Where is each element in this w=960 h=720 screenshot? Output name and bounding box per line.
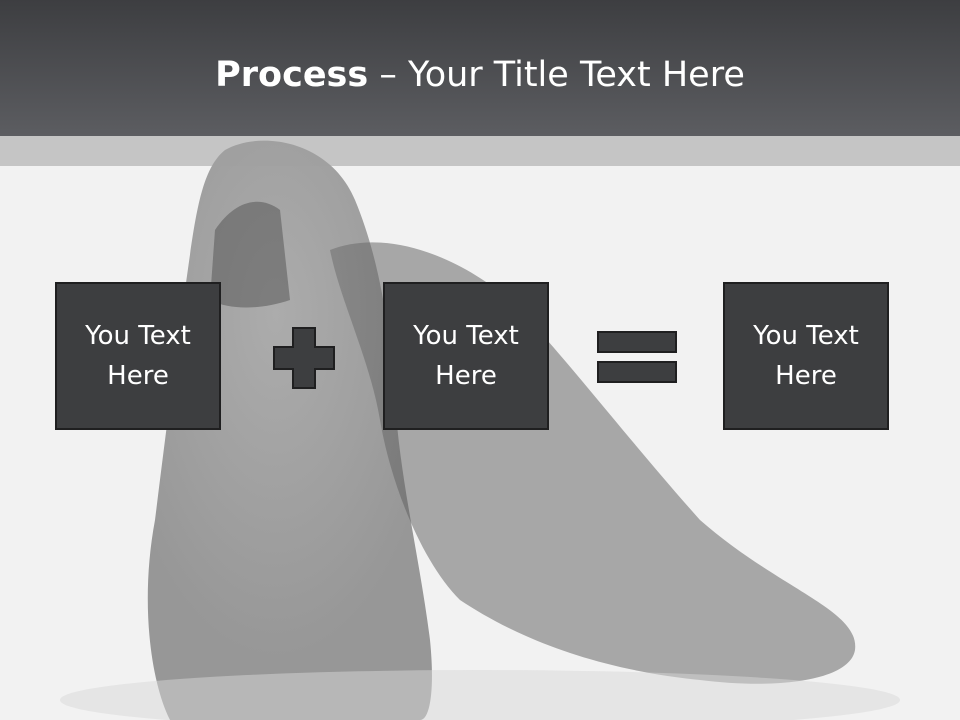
title-bar — [0, 0, 960, 136]
process-box-2-text: You Text Here — [413, 321, 519, 391]
plus-icon — [273, 327, 335, 389]
process-box-1: You Text Here — [55, 282, 221, 430]
title-rest: – Your Title Text Here — [368, 55, 745, 95]
process-box-3: You Text Here — [723, 282, 889, 430]
process-box-1-text: You Text Here — [85, 321, 191, 391]
process-box-2: You Text Here — [383, 282, 549, 430]
process-box-3-text: You Text Here — [753, 321, 859, 391]
title-bold: Process — [215, 55, 369, 95]
equals-icon — [597, 331, 677, 383]
slide-title: Process – Your Title Text Here — [0, 52, 960, 98]
title-band — [0, 136, 960, 166]
